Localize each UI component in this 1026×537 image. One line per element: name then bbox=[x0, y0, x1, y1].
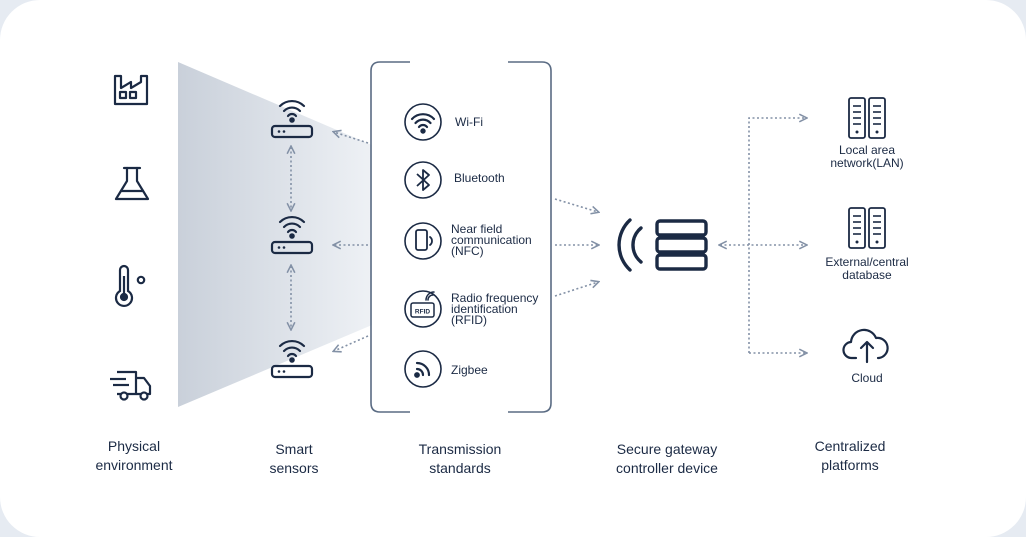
rfid-badge-label: RFID bbox=[415, 309, 430, 316]
standard-label-wifi: Wi-Fi bbox=[455, 115, 483, 129]
caption-smart-sensors: Smart sensors bbox=[269, 441, 319, 476]
platform-label-cloud: Cloud bbox=[851, 371, 883, 385]
smart-sensor-icon bbox=[270, 215, 314, 255]
caption-transmission-standards: Transmission standards bbox=[418, 441, 502, 476]
nfc-phone-icon bbox=[415, 229, 433, 251]
thermometer-icon bbox=[114, 264, 146, 308]
connector bbox=[554, 282, 598, 297]
cloud-upload-icon bbox=[842, 328, 889, 364]
bluetooth-icon bbox=[416, 169, 430, 191]
platform-label-lan: Local area network(LAN) bbox=[830, 143, 904, 170]
gateway-server-icon bbox=[655, 219, 708, 271]
sensing-beam bbox=[178, 62, 372, 407]
standard-label-rfid: Radio frequency identification (RFID) bbox=[451, 291, 539, 327]
factory-icon bbox=[113, 74, 149, 106]
gateway-signal-icon bbox=[617, 218, 643, 272]
smart-sensor-icon bbox=[270, 99, 314, 139]
zigbee-icon bbox=[414, 361, 431, 378]
delivery-truck-icon bbox=[110, 370, 152, 401]
platform-label-database: External/central database bbox=[825, 255, 909, 282]
caption-secure-gateway: Secure gateway controller device bbox=[616, 441, 718, 476]
standards-bracket bbox=[370, 61, 552, 413]
caption-centralized-platforms: Centralized platforms bbox=[814, 438, 886, 473]
connector bbox=[334, 132, 369, 144]
rfid-icon: RFID bbox=[410, 291, 435, 318]
flask-icon bbox=[114, 166, 150, 201]
connector bbox=[554, 198, 598, 212]
connector bbox=[334, 335, 369, 351]
wifi-icon bbox=[410, 113, 436, 134]
server-icon bbox=[848, 97, 886, 139]
standard-label-bluetooth: Bluetooth bbox=[454, 171, 505, 185]
smart-sensor-icon bbox=[270, 339, 314, 379]
standard-label-nfc: Near field communication (NFC) bbox=[451, 222, 532, 258]
standard-label-zigbee: Zigbee bbox=[451, 363, 488, 377]
server-icon bbox=[848, 207, 886, 249]
connector bbox=[748, 118, 806, 353]
caption-physical-environment: Physical environment bbox=[95, 438, 173, 473]
